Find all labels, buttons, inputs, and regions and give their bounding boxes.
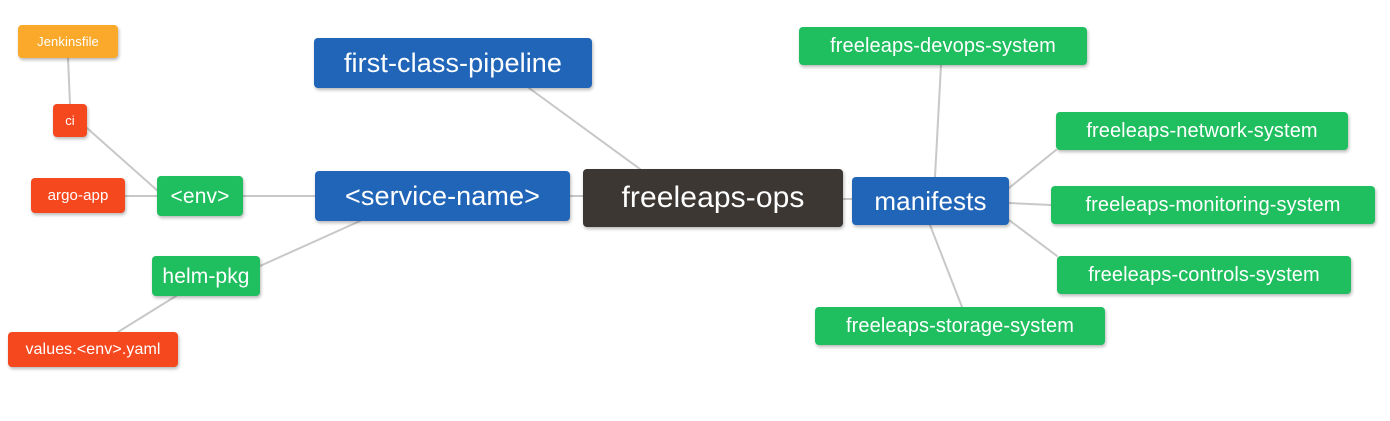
node-jenkinsfile[interactable]: Jenkinsfile [18, 25, 118, 58]
node-argo-app[interactable]: argo-app [31, 178, 125, 213]
node-manifests[interactable]: manifests [852, 177, 1009, 225]
node-freeleaps-ops[interactable]: freeleaps-ops [583, 169, 843, 227]
node-label-service-name: <service-name> [345, 180, 540, 211]
edge-manifests-to-freeleaps-monitoring-system [1008, 202, 1052, 206]
node-label-freeleaps-monitoring-system: freeleaps-monitoring-system [1085, 194, 1341, 216]
node-label-freeleaps-storage-system: freeleaps-storage-system [845, 315, 1075, 337]
node-helm-pkg[interactable]: helm-pkg [152, 256, 260, 296]
edge-manifests-to-freeleaps-devops-system [934, 64, 942, 178]
node-label-first-class-pipeline: first-class-pipeline [343, 47, 563, 78]
edge-manifests-to-freeleaps-storage-system [929, 224, 963, 308]
edge-jenkinsfile-to-ci [67, 57, 71, 105]
node-env[interactable]: <env> [157, 176, 243, 216]
node-ci[interactable]: ci [53, 104, 87, 137]
node-label-freeleaps-devops-system: freeleaps-devops-system [830, 35, 1056, 57]
node-freeleaps-network-system[interactable]: freeleaps-network-system [1056, 112, 1348, 150]
node-label-argo-app: argo-app [47, 187, 109, 204]
node-label-env: <env> [170, 184, 230, 208]
node-freeleaps-devops-system[interactable]: freeleaps-devops-system [799, 27, 1087, 65]
node-first-class-pipeline[interactable]: first-class-pipeline [314, 38, 592, 88]
node-label-freeleaps-controls-system: freeleaps-controls-system [1088, 264, 1320, 286]
node-values-yaml[interactable]: values.<env>.yaml [8, 332, 178, 367]
node-label-values-yaml: values.<env>.yaml [25, 340, 161, 358]
node-label-manifests: manifests [874, 186, 987, 216]
node-freeleaps-storage-system[interactable]: freeleaps-storage-system [815, 307, 1105, 345]
node-label-freeleaps-network-system: freeleaps-network-system [1086, 120, 1318, 142]
edge-service-name-to-helm-pkg [259, 220, 361, 267]
node-freeleaps-monitoring-system[interactable]: freeleaps-monitoring-system [1051, 186, 1375, 224]
edge-manifests-to-freeleaps-controls-system [1008, 219, 1058, 257]
node-label-freeleaps-ops: freeleaps-ops [621, 181, 805, 214]
edge-first-class-pipeline-to-freeleaps-ops [528, 87, 641, 170]
node-label-ci: ci [65, 113, 75, 128]
node-label-helm-pkg: helm-pkg [162, 264, 250, 288]
node-freeleaps-controls-system[interactable]: freeleaps-controls-system [1057, 256, 1351, 294]
node-label-jenkinsfile: Jenkinsfile [37, 34, 99, 49]
edge-helm-pkg-to-values-yaml [117, 295, 177, 333]
node-service-name[interactable]: <service-name> [315, 171, 570, 221]
edge-manifests-to-freeleaps-network-system [1008, 149, 1057, 189]
